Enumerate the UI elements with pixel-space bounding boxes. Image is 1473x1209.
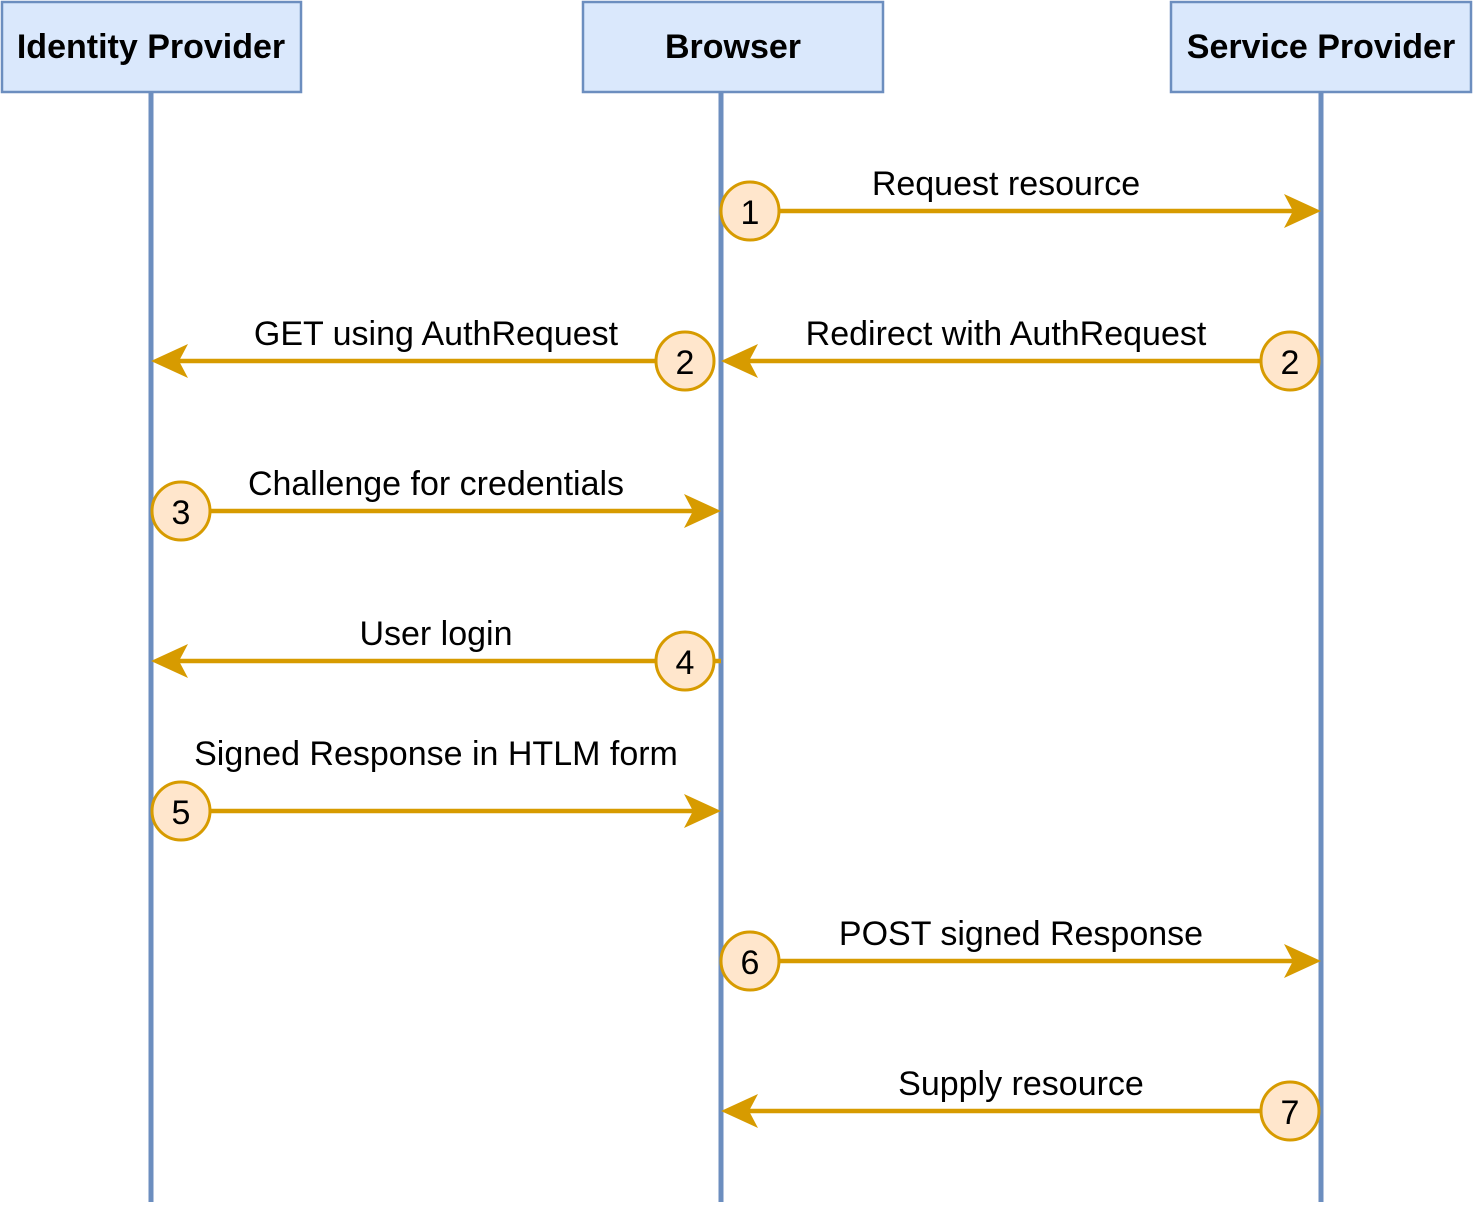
arrowhead-right — [684, 794, 721, 828]
step-badge — [1259, 1080, 1321, 1142]
arrowhead-left — [151, 644, 188, 678]
step-number: 4 — [676, 644, 695, 682]
message-label: User login — [359, 615, 512, 653]
arrowhead-right — [1284, 944, 1321, 978]
step-badge — [719, 180, 781, 242]
step-number: 3 — [172, 494, 191, 532]
step-badge — [1259, 330, 1321, 392]
actor-label-browser: Browser — [665, 28, 801, 66]
actor-label-service-provider: Service Provider — [1187, 28, 1455, 66]
message-signed-response: Signed Response in HTLM form 5 — [150, 735, 721, 842]
step-number: 1 — [741, 194, 760, 232]
message-label: Request resource — [872, 165, 1140, 203]
message-label: Supply resource — [898, 1065, 1144, 1103]
step-number: 2 — [676, 344, 695, 382]
actor-label-identity-provider: Identity Provider — [17, 28, 285, 66]
message-user-login: User login 4 — [151, 615, 721, 692]
message-post-signed-response: POST signed Response 6 — [719, 915, 1321, 992]
actor-identity-provider: Identity Provider — [0, 0, 303, 94]
message-request-resource: Request resource 1 — [719, 165, 1321, 242]
message-label: Signed Response in HTLM form — [194, 735, 678, 773]
arrowhead-left — [721, 1094, 758, 1128]
actor-browser: Browser — [581, 0, 885, 94]
step-number: 5 — [172, 794, 191, 832]
message-label: Challenge for credentials — [248, 465, 624, 503]
message-label: GET using AuthRequest — [254, 315, 619, 353]
step-number: 2 — [1281, 344, 1300, 382]
step-number: 7 — [1281, 1094, 1300, 1132]
message-label: Redirect with AuthRequest — [806, 315, 1207, 353]
arrowhead-left — [151, 344, 188, 378]
step-badge — [719, 930, 781, 992]
arrowhead-left — [721, 344, 758, 378]
message-redirect-with-authrequest: Redirect with AuthRequest 2 — [721, 315, 1321, 392]
step-number: 6 — [741, 944, 760, 982]
arrowhead-right — [1284, 194, 1321, 228]
message-supply-resource: Supply resource 7 — [721, 1065, 1321, 1142]
step-badge — [654, 330, 716, 392]
step-badge — [150, 480, 212, 542]
arrowhead-right — [684, 494, 721, 528]
step-badge — [150, 780, 212, 842]
message-label: POST signed Response — [839, 915, 1203, 953]
actor-service-provider: Service Provider — [1169, 0, 1473, 94]
step-badge — [654, 630, 716, 692]
message-get-using-authrequest: GET using AuthRequest 2 — [151, 315, 716, 392]
message-challenge-for-credentials: Challenge for credentials 3 — [150, 465, 721, 542]
